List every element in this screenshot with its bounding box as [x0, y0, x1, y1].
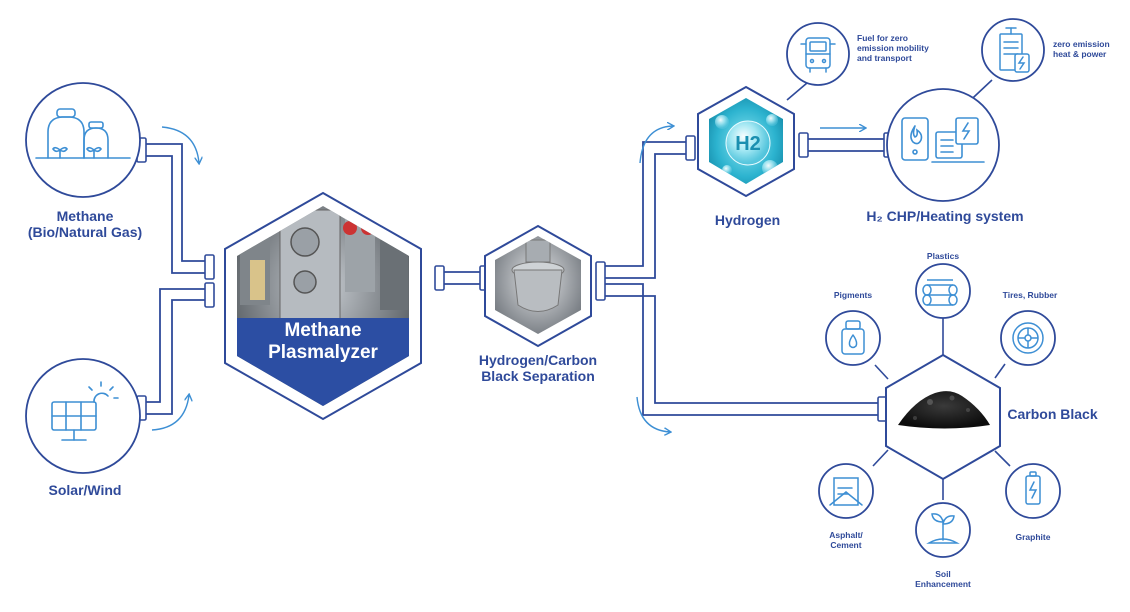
hydrogen-label: Hydrogen	[714, 212, 781, 228]
heat-power-label: zero emission heat & power	[1053, 39, 1128, 60]
truck-icon	[800, 37, 836, 73]
boiler-icon	[901, 117, 929, 161]
methane-label-line1: Methane	[56, 208, 114, 224]
heat-power-circle	[981, 18, 1045, 82]
mobility-line2: emission mobility	[857, 42, 929, 53]
heat-power-line2: heat & power	[1053, 48, 1107, 59]
mobility-line1: Fuel for zero	[857, 33, 909, 43]
pigments-circle	[825, 310, 881, 366]
heat-power-line1: zero emission	[1053, 39, 1110, 49]
soil-label: Soil Enhancement	[903, 569, 983, 590]
plastic-pipes-icon	[922, 279, 958, 306]
plasmalyzer-line2: Plasmalyzer	[268, 341, 378, 363]
soil-circle	[915, 502, 971, 558]
building-power-icon	[999, 27, 1030, 73]
sprout-icon	[926, 513, 960, 544]
separation-line2: Black Separation	[481, 368, 595, 385]
connector-lines	[786, 79, 1011, 500]
methane-source	[25, 82, 141, 198]
mobility-line3: and transport	[857, 52, 912, 63]
graphite-label: Graphite	[1015, 532, 1051, 542]
solar-label: Solar/Wind	[48, 482, 122, 498]
separation-line1: Hydrogen/Carbon	[478, 352, 598, 368]
plasmalyzer-banner-text: Methane Plasmalyzer	[250, 320, 396, 364]
plasmalyzer-hexagon	[224, 191, 422, 421]
carbon-pile-image	[898, 391, 990, 429]
generator-icon	[931, 117, 985, 163]
chp-circle	[886, 88, 1000, 202]
plastics-circle	[915, 263, 971, 319]
asphalt-line2: Cement	[830, 539, 862, 550]
hydrogen-hexagon: H2	[697, 85, 795, 198]
methane-label: Methane (Bio/Natural Gas)	[20, 208, 150, 240]
mobility-circle	[786, 22, 850, 86]
soil-line2: Enhancement	[915, 578, 971, 589]
chp-label: H₂ CHP/Heating system	[866, 208, 1024, 224]
carbon-black-hexagon	[885, 353, 1001, 481]
pigments-label: Pigments	[833, 290, 873, 300]
flow-arrows	[151, 126, 865, 432]
battery-icon	[1025, 471, 1041, 505]
pipes	[146, 138, 886, 416]
asphalt-line1: Asphalt/	[829, 530, 863, 540]
asphalt-label: Asphalt/ Cement	[816, 530, 876, 551]
tires-label: Tires, Rubber	[1002, 290, 1058, 300]
gas-tanks-icon	[35, 108, 131, 159]
graphite-circle	[1005, 463, 1061, 519]
separation-label: Hydrogen/Carbon Black Separation	[468, 352, 608, 384]
tire-icon	[1012, 322, 1044, 354]
solar-panel-icon	[51, 381, 119, 441]
asphalt-icon	[829, 477, 863, 506]
solar-source	[25, 358, 141, 474]
separation-hexagon	[484, 224, 592, 348]
methane-label-line2: (Bio/Natural Gas)	[27, 224, 143, 241]
carbon-black-label: Carbon Black	[1007, 406, 1098, 422]
h2-bubble-text: H2	[735, 133, 761, 155]
asphalt-circle	[818, 463, 874, 519]
plastics-label: Plastics	[926, 251, 960, 261]
pigment-bottle-icon	[841, 320, 865, 355]
soil-line1: Soil	[935, 569, 951, 579]
plasmalyzer-line1: Methane	[284, 320, 362, 341]
tires-circle	[1000, 310, 1056, 366]
mobility-label: Fuel for zero emission mobility and tran…	[857, 33, 947, 63]
